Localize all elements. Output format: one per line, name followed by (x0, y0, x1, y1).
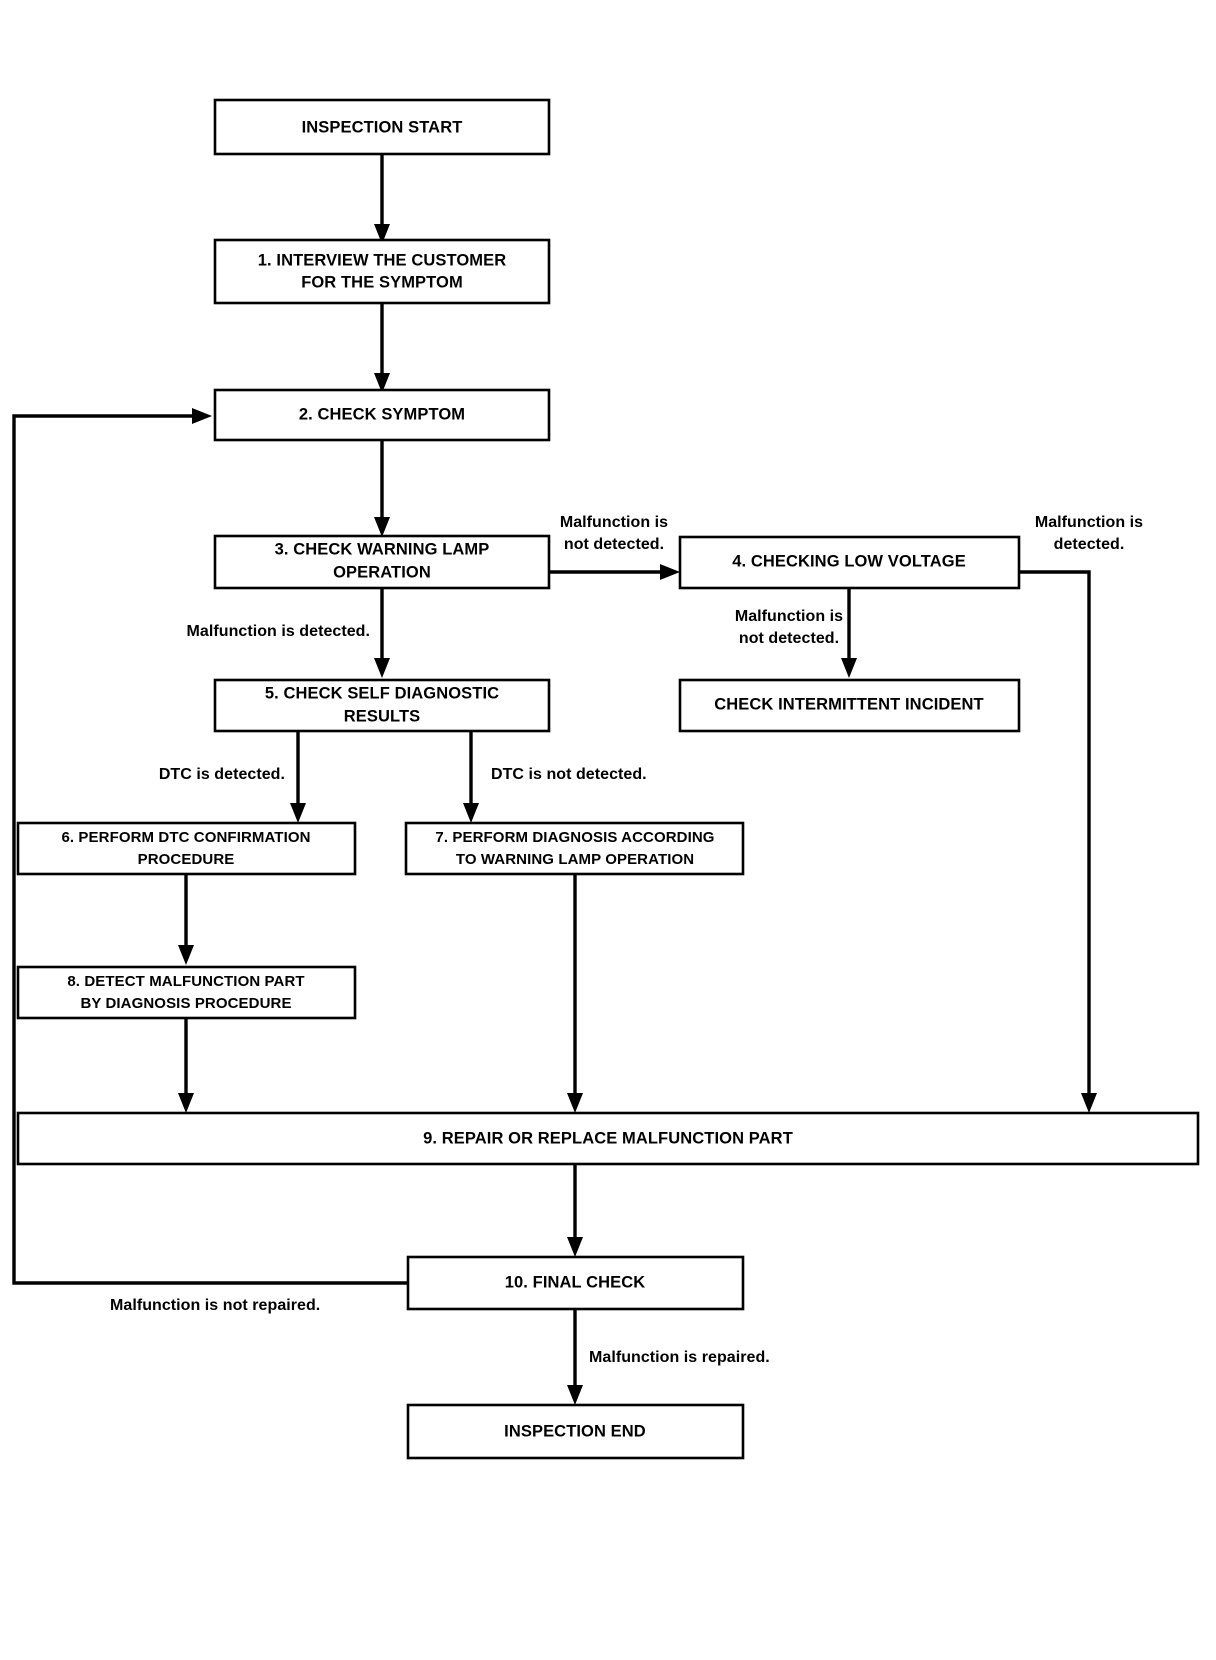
node-step1-label-line2: FOR THE SYMPTOM (301, 273, 463, 291)
edge-label-lamp-not-detected: Malfunction is not detected. (560, 514, 668, 553)
edge-label-repaired-text: Malfunction is repaired. (589, 1349, 770, 1366)
edge-step5-to-step6 (290, 731, 306, 823)
node-step2-label: 2. CHECK SYMPTOM (299, 405, 465, 423)
node-step6-label-line1: 6. PERFORM DTC CONFIRMATION (61, 829, 310, 846)
node-step2-check-symptom[interactable]: 2. CHECK SYMPTOM (213, 388, 551, 442)
node-inspection-start[interactable]: INSPECTION START (213, 98, 551, 156)
edge-step10-to-end (567, 1309, 583, 1405)
edge-start-to-step1 (374, 154, 390, 244)
node-inspection-end[interactable]: INSPECTION END (406, 1403, 745, 1460)
edge-step1-to-step2 (374, 303, 390, 393)
node-step10-final-check[interactable]: 10. FINAL CHECK (406, 1255, 745, 1311)
edge-label-not-repaired: Malfunction is not repaired. (110, 1297, 320, 1314)
node-inspection-start-label: INSPECTION START (302, 118, 463, 136)
edge-label-not-repaired-text: Malfunction is not repaired. (110, 1297, 320, 1314)
node-check-intermittent-incident-label: CHECK INTERMITTENT INCIDENT (714, 695, 983, 713)
node-step6-label-line2: PROCEDURE (138, 851, 235, 868)
node-step8-label-line2: BY DIAGNOSIS PROCEDURE (80, 995, 291, 1012)
edge-step9-to-step10 (567, 1164, 583, 1257)
edge-step10-to-step2-feedback (12, 408, 408, 1285)
edge-step5-to-step7 (463, 731, 479, 823)
node-step8-label-line1: 8. DETECT MALFUNCTION PART (67, 973, 304, 990)
edge-label-lamp-detected: Malfunction is detected. (187, 623, 370, 640)
edge-step4-to-step9 (1019, 570, 1097, 1113)
edge-step7-to-step9 (567, 874, 583, 1113)
node-step7-label-line2: TO WARNING LAMP OPERATION (456, 851, 694, 868)
edge-label-lowvolt-detected: Malfunction is detected. (1035, 514, 1143, 553)
edge-label-repaired: Malfunction is repaired. (589, 1349, 770, 1366)
edge-step8-to-step9 (178, 1018, 194, 1113)
node-step7-perform-diagnosis[interactable]: 7. PERFORM DIAGNOSIS ACCORDING TO WARNIN… (404, 821, 745, 876)
node-step8-detect-malfunction-part[interactable]: 8. DETECT MALFUNCTION PART BY DIAGNOSIS … (16, 965, 357, 1020)
node-step6-perform-dtc-confirmation[interactable]: 6. PERFORM DTC CONFIRMATION PROCEDURE (16, 821, 357, 876)
edge-step4-to-intermittent (841, 588, 857, 678)
edge-step6-to-step8 (178, 874, 194, 965)
edge-label-lamp-detected-text: Malfunction is detected. (187, 623, 370, 640)
node-step3-label-line2: OPERATION (333, 563, 431, 581)
edge-label-dtc-not-detected-text: DTC is not detected. (491, 766, 647, 783)
edge-label-dtc-detected-text: DTC is detected. (159, 766, 285, 783)
edge-label-lowvolt-not-detected-line2: not detected. (739, 630, 839, 647)
node-step5-label-line2: RESULTS (344, 707, 420, 725)
edge-label-lamp-not-detected-line2: not detected. (564, 536, 664, 553)
node-step9-repair-or-replace[interactable]: 9. REPAIR OR REPLACE MALFUNCTION PART (16, 1111, 1200, 1166)
node-step4-checking-low-voltage[interactable]: 4. CHECKING LOW VOLTAGE (678, 535, 1021, 590)
node-step1-label-line1: 1. INTERVIEW THE CUSTOMER (258, 251, 507, 269)
edge-label-dtc-not-detected: DTC is not detected. (491, 766, 647, 783)
edge-label-lowvolt-not-detected-line1: Malfunction is (735, 608, 843, 625)
edge-label-lamp-not-detected-line1: Malfunction is (560, 514, 668, 531)
edge-step3-to-step4 (549, 564, 680, 580)
node-step1-interview-customer[interactable]: 1. INTERVIEW THE CUSTOMER FOR THE SYMPTO… (213, 238, 551, 305)
node-step4-label: 4. CHECKING LOW VOLTAGE (732, 552, 966, 570)
node-step3-label-line1: 3. CHECK WARNING LAMP (275, 540, 490, 558)
node-step5-check-self-diagnostic[interactable]: 5. CHECK SELF DIAGNOSTIC RESULTS (213, 678, 551, 733)
edge-label-lowvolt-detected-line2: detected. (1054, 536, 1125, 553)
node-step9-label: 9. REPAIR OR REPLACE MALFUNCTION PART (423, 1129, 793, 1147)
edge-label-lowvolt-detected-line1: Malfunction is (1035, 514, 1143, 531)
node-step7-label-line1: 7. PERFORM DIAGNOSIS ACCORDING (435, 829, 714, 846)
edge-label-lowvolt-not-detected: Malfunction is not detected. (735, 608, 843, 647)
node-check-intermittent-incident[interactable]: CHECK INTERMITTENT INCIDENT (678, 678, 1021, 733)
node-step5-label-line1: 5. CHECK SELF DIAGNOSTIC (265, 684, 499, 702)
node-step10-label: 10. FINAL CHECK (505, 1273, 646, 1291)
edge-step3-to-step5 (374, 588, 390, 678)
node-step3-check-warning-lamp[interactable]: 3. CHECK WARNING LAMP OPERATION (213, 534, 551, 590)
edge-step2-to-step3 (374, 440, 390, 537)
node-inspection-end-label: INSPECTION END (504, 1422, 646, 1440)
edge-label-dtc-detected: DTC is detected. (159, 766, 285, 783)
